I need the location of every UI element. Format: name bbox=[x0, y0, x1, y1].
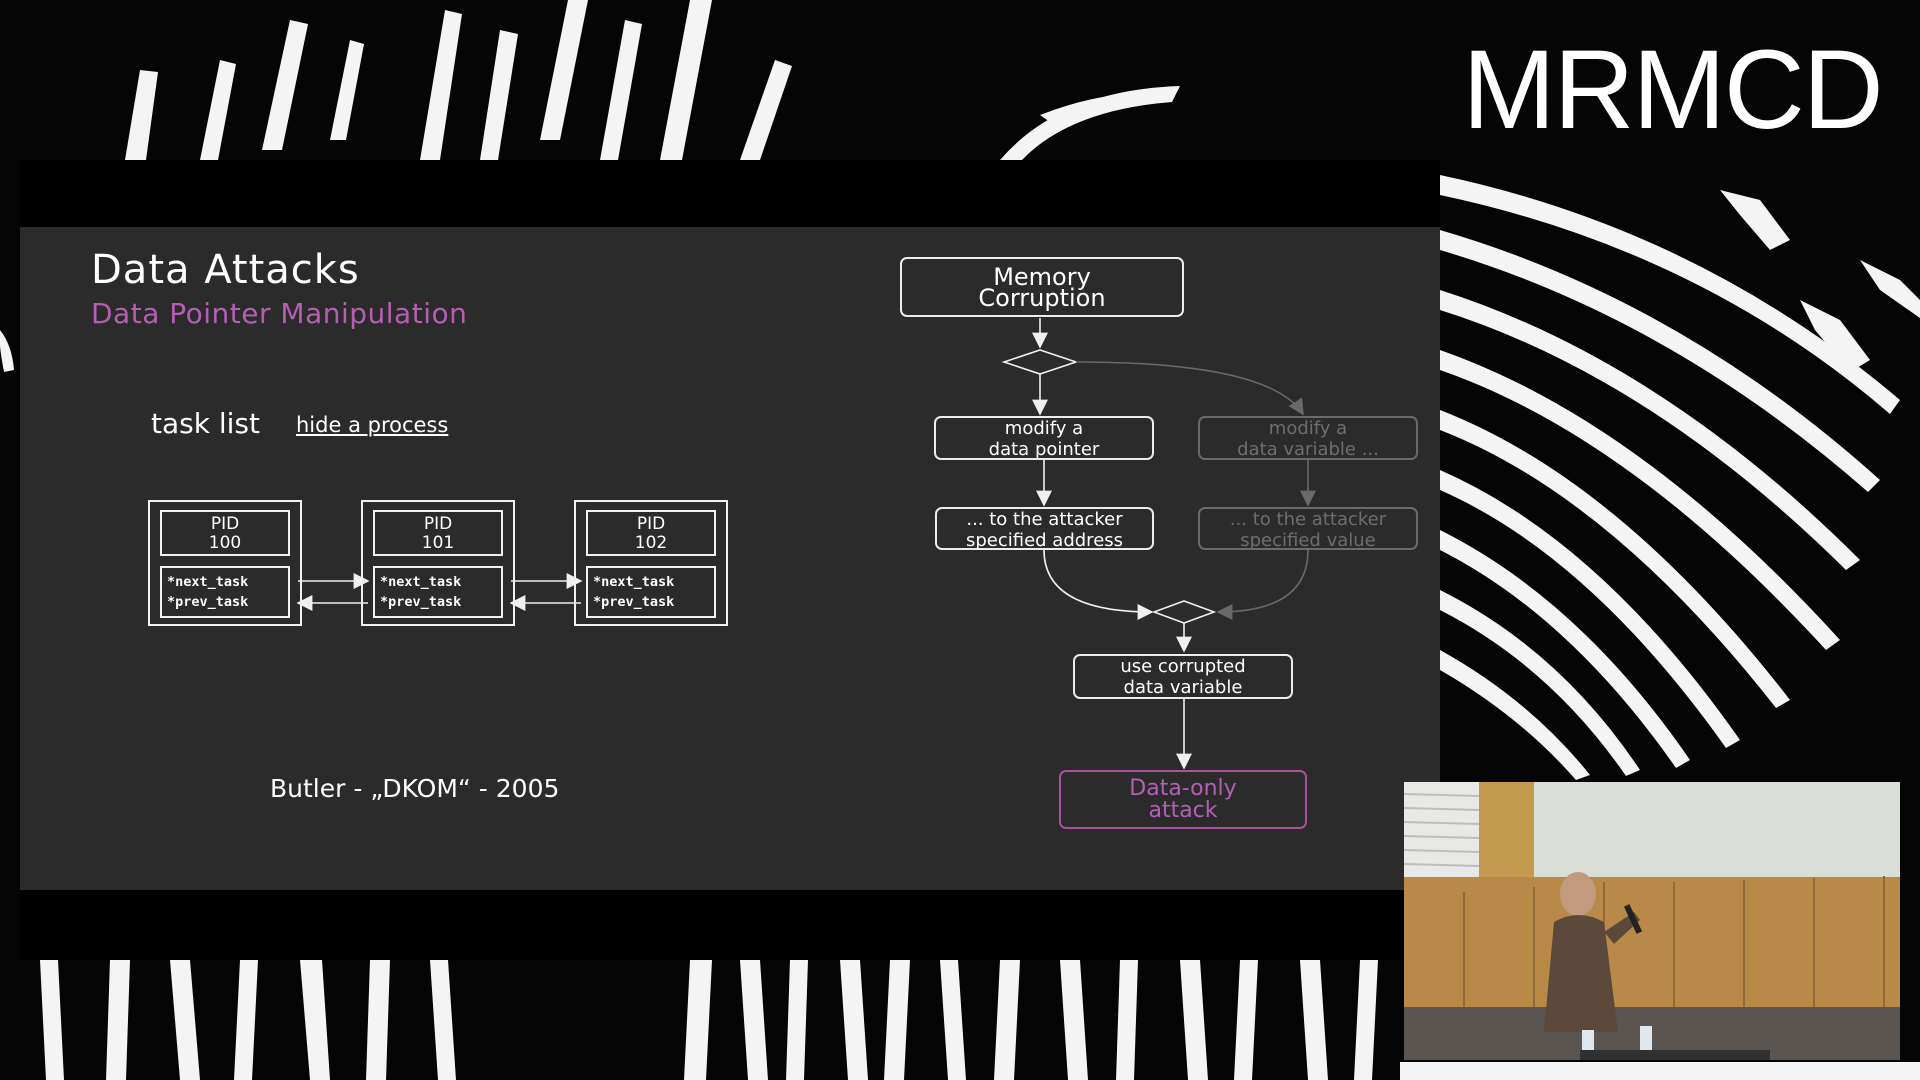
mrmcd-logo: MRMCD bbox=[1462, 27, 1883, 152]
process-block-101: PID 101 *next_task *prev_task bbox=[361, 500, 515, 626]
slide-frame: Data Attacks Data Pointer Manipulation t… bbox=[20, 160, 1440, 960]
use-corrupted-node: use corrupted data variable bbox=[1073, 654, 1293, 699]
pid-value: 101 bbox=[421, 533, 455, 553]
pid-value: 102 bbox=[634, 533, 668, 553]
memory-corruption-node: Memory Corruption bbox=[900, 257, 1184, 317]
pid-label: PID bbox=[210, 514, 240, 534]
prev-task-pointer: *prev_task bbox=[167, 594, 249, 610]
node-line: Memory bbox=[993, 263, 1091, 291]
prev-task-pointer: *prev_task bbox=[593, 594, 675, 610]
node-line: Corruption bbox=[978, 284, 1106, 312]
next-task-pointer: *next_task bbox=[167, 574, 249, 590]
speaker-camera-image bbox=[1404, 782, 1900, 1060]
pid-label: PID bbox=[636, 514, 666, 534]
task-list-label: task list bbox=[151, 407, 260, 440]
attacker-value-node: ... to the attacker specified value bbox=[1198, 507, 1418, 551]
pid-value: 100 bbox=[208, 533, 242, 553]
pid-box: PID 100 bbox=[160, 510, 290, 556]
pid-box: PID 102 bbox=[586, 510, 716, 556]
node-line: data pointer bbox=[988, 439, 1100, 460]
pointer-box: *next_task *prev_task bbox=[160, 566, 290, 618]
node-line: attack bbox=[1148, 798, 1218, 823]
speaker-video bbox=[1404, 782, 1900, 1060]
next-task-pointer: *next_task bbox=[593, 574, 675, 590]
next-task-pointer: *next_task bbox=[380, 574, 462, 590]
presentation-slide: Data Attacks Data Pointer Manipulation t… bbox=[20, 227, 1440, 890]
flow-arrow-dim bbox=[1216, 549, 1309, 620]
pointer-box: *next_task *prev_task bbox=[586, 566, 716, 618]
decision-diamond bbox=[1001, 349, 1079, 375]
pid-box: PID 101 bbox=[373, 510, 503, 556]
merge-diamond bbox=[1151, 600, 1217, 624]
pointer-box: *next_task *prev_task bbox=[373, 566, 503, 618]
flow-arrow-dim bbox=[1075, 361, 1304, 416]
process-block-100: PID 100 *next_task *prev_task bbox=[148, 500, 302, 626]
node-line: specified address bbox=[965, 530, 1124, 551]
modify-variable-node: modify a data variable ... bbox=[1198, 416, 1418, 460]
node-line: ... to the attacker bbox=[1229, 509, 1387, 530]
process-block-102: PID 102 *next_task *prev_task bbox=[574, 500, 728, 626]
prev-task-pointer: *prev_task bbox=[380, 594, 462, 610]
node-line: Data-only bbox=[1129, 776, 1237, 801]
hide-process-link[interactable]: hide a process bbox=[296, 413, 449, 437]
pid-label: PID bbox=[423, 514, 453, 534]
modify-pointer-node: modify a data pointer bbox=[934, 416, 1154, 460]
attacker-address-node: ... to the attacker specified address bbox=[935, 507, 1154, 551]
node-line: data variable ... bbox=[1237, 439, 1379, 460]
node-line: data variable bbox=[1123, 677, 1243, 698]
node-line: modify a bbox=[1268, 418, 1348, 439]
node-line: specified value bbox=[1240, 530, 1376, 551]
node-line: ... to the attacker bbox=[966, 509, 1123, 530]
node-line: use corrupted bbox=[1120, 656, 1246, 677]
node-line: modify a bbox=[1004, 418, 1084, 439]
citation: Butler - „DKOM“ - 2005 bbox=[270, 774, 560, 803]
slide-subtitle: Data Pointer Manipulation bbox=[91, 297, 468, 330]
data-only-attack-node: Data-only attack bbox=[1059, 770, 1307, 829]
slide-title: Data Attacks bbox=[91, 247, 360, 293]
flow-arrow bbox=[1043, 549, 1154, 620]
